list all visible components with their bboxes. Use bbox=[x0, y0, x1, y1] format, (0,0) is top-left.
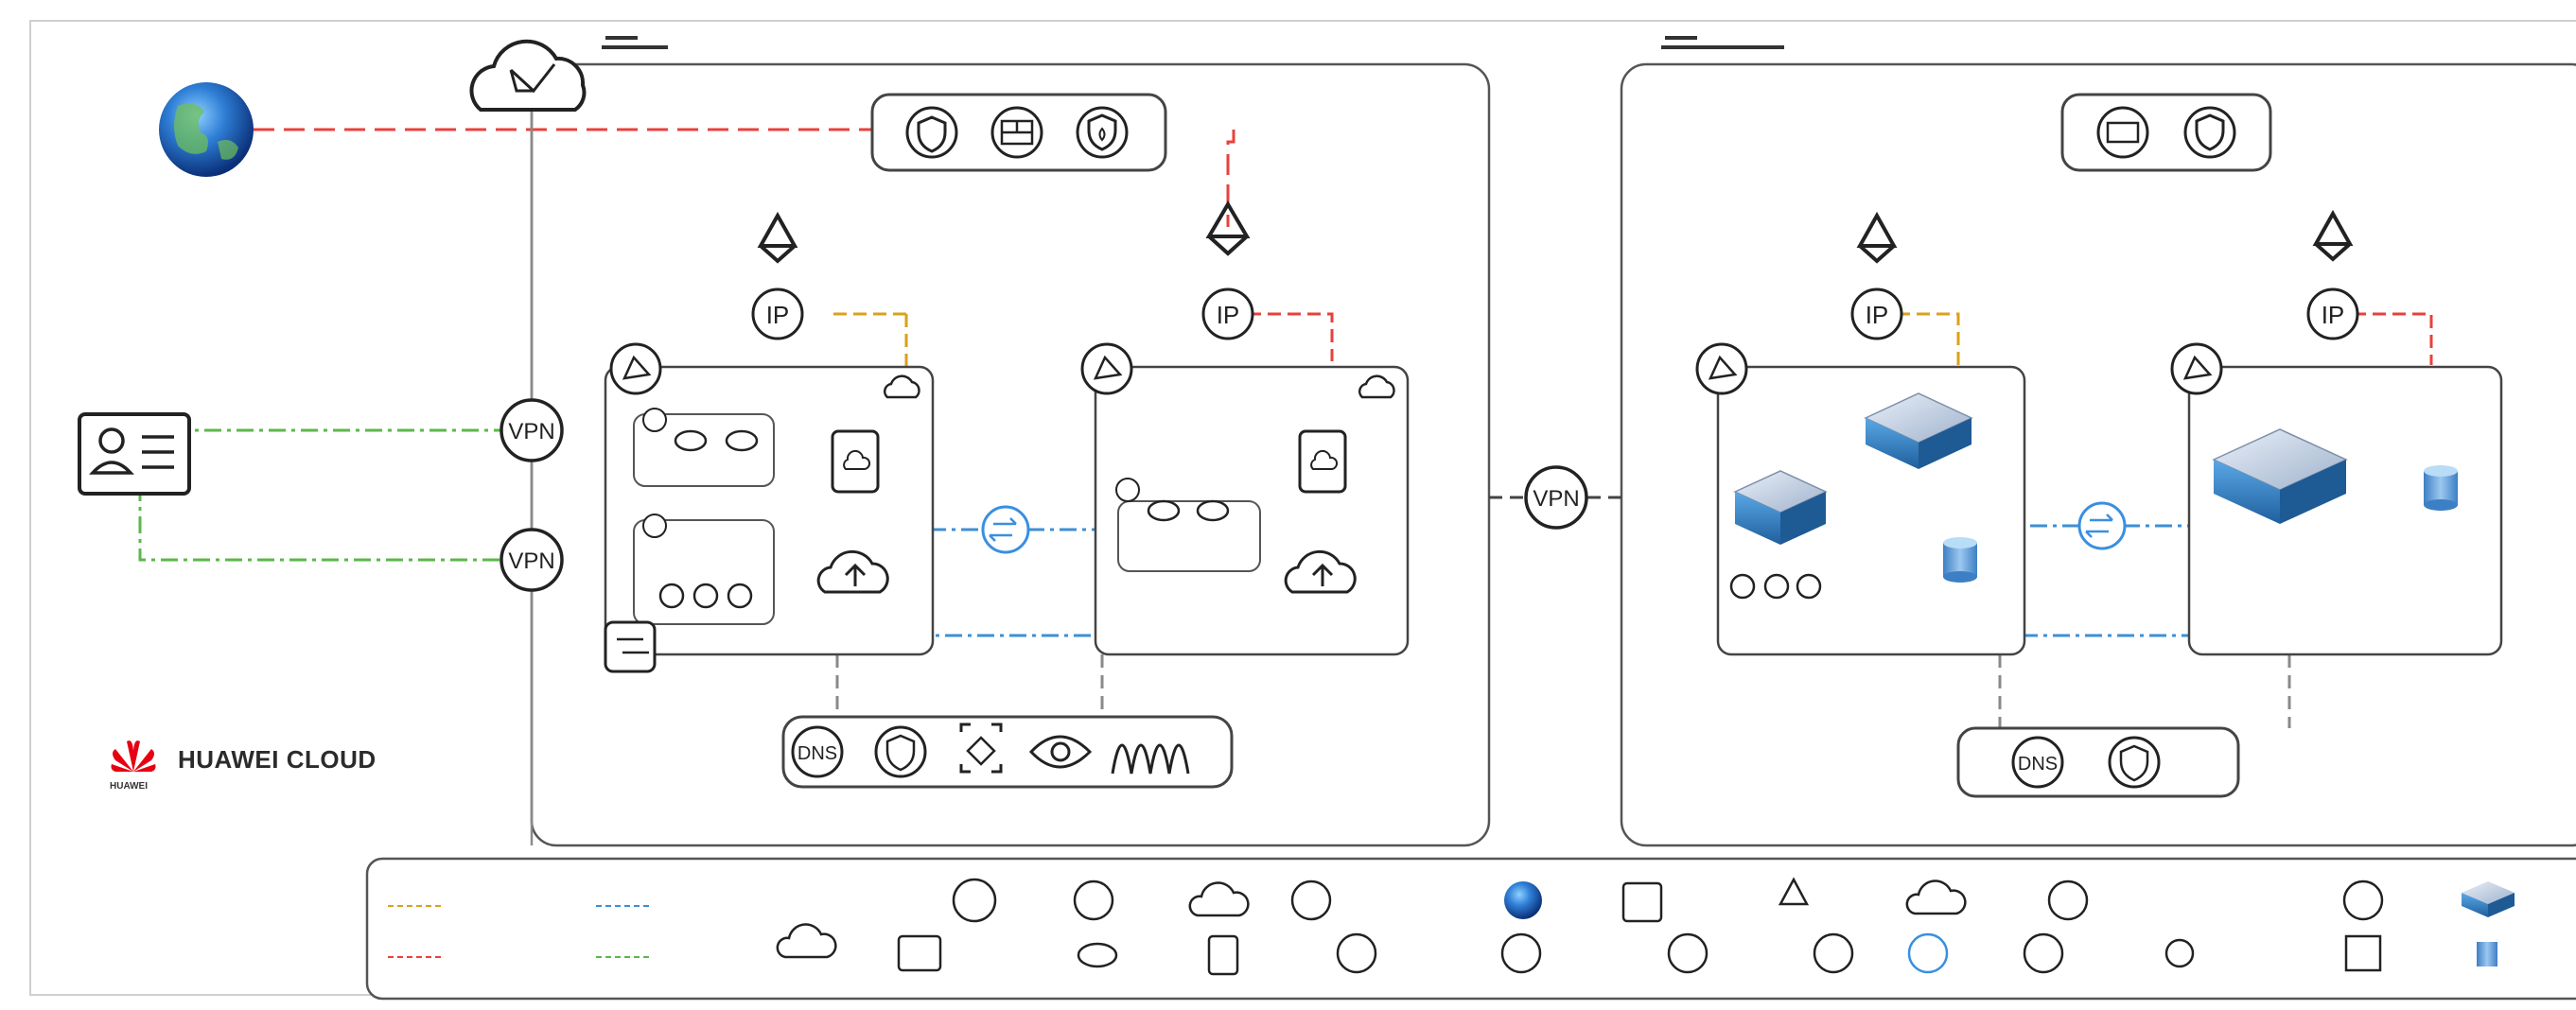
server-cluster-icon bbox=[1733, 470, 1828, 545]
services-link-b bbox=[1998, 654, 2291, 728]
phone-storage-icon bbox=[1298, 429, 1347, 494]
legend-icons bbox=[776, 877, 2384, 976]
certificate-shield-icon bbox=[874, 725, 927, 778]
svg-text:VPN: VPN bbox=[1533, 486, 1579, 512]
region-b-box bbox=[1620, 62, 2576, 847]
vpc-icon bbox=[1080, 342, 1133, 395]
elastic-ip-icon: IP bbox=[751, 287, 804, 340]
security-group-b bbox=[2060, 93, 2272, 172]
database-icon bbox=[1943, 537, 1977, 583]
server-cluster-icon bbox=[1864, 392, 1973, 469]
cloud-gateway-icon bbox=[469, 39, 587, 112]
server-cluster-icon bbox=[2212, 428, 2348, 524]
legend-box bbox=[365, 857, 2576, 1001]
svg-text:VPN: VPN bbox=[508, 549, 554, 574]
cloud-small-icon bbox=[883, 374, 920, 399]
svg-text:DNS: DNS bbox=[797, 743, 837, 764]
dns-icon: DNS bbox=[791, 725, 844, 778]
elastic-ip-icon: IP bbox=[2306, 287, 2359, 340]
az1-ip-link bbox=[828, 312, 908, 369]
az2-ip-link bbox=[1228, 312, 1334, 361]
svg-text:IP: IP bbox=[2322, 301, 2345, 329]
waf-shield-icon bbox=[905, 106, 958, 159]
cloud-small-icon bbox=[1358, 374, 1395, 399]
huawei-logo-icon bbox=[111, 740, 156, 772]
load-balancer-icon bbox=[1205, 200, 1251, 256]
legend-cluster-icon bbox=[2462, 881, 2515, 917]
huawei-cloud-brand: HUAWEI CLOUD bbox=[102, 728, 377, 791]
vpn-icon: VPN bbox=[1524, 465, 1588, 530]
legend-lines bbox=[388, 905, 653, 958]
server-icon bbox=[1115, 478, 1230, 522]
load-balancer-icon bbox=[2312, 209, 2354, 262]
server-icon bbox=[1729, 573, 1822, 600]
trace-waves-icon bbox=[1111, 743, 1190, 775]
svg-text:DNS: DNS bbox=[2018, 754, 2058, 775]
elastic-ip-icon: IP bbox=[1850, 287, 1903, 340]
brand-name: HUAWEI CLOUD bbox=[178, 744, 377, 774]
obs-upload-icon bbox=[816, 549, 889, 594]
svg-text:IP: IP bbox=[1866, 301, 1889, 329]
anti-ddos-icon bbox=[1076, 106, 1129, 159]
nat-gateway-icon bbox=[981, 505, 1030, 554]
monitoring-eye-icon bbox=[1028, 735, 1093, 769]
server-icon bbox=[658, 583, 753, 609]
load-balancer-icon bbox=[1856, 211, 1898, 264]
globe-icon bbox=[159, 82, 254, 177]
obs-upload-icon bbox=[1284, 549, 1357, 594]
legend-nat-icon bbox=[1907, 932, 1949, 974]
firewall-icon bbox=[990, 106, 1043, 159]
ecs-group-3 bbox=[1117, 500, 1261, 572]
certificate-shield-icon bbox=[2108, 736, 2161, 789]
svg-text:VPN: VPN bbox=[508, 419, 554, 444]
vpn-icon: VPN bbox=[499, 528, 564, 592]
dns-icon: DNS bbox=[2011, 736, 2064, 789]
database-icon bbox=[2424, 465, 2458, 511]
nat-gateway-icon bbox=[2077, 501, 2127, 550]
services-link-a bbox=[835, 654, 1104, 717]
anti-ddos-icon bbox=[2183, 106, 2236, 159]
svg-text:IP: IP bbox=[1217, 301, 1240, 329]
region-b-label bbox=[1661, 36, 1784, 49]
vpc-icon bbox=[609, 342, 662, 395]
svg-text:IP: IP bbox=[766, 301, 790, 329]
client-link-2 bbox=[138, 484, 503, 562]
security-group-icon bbox=[642, 408, 667, 538]
shared-services-b bbox=[1956, 726, 2240, 798]
client-device-icon bbox=[78, 412, 191, 496]
scan-icon bbox=[959, 723, 1003, 774]
elastic-ip-icon: IP bbox=[1201, 287, 1254, 340]
vpc-icon bbox=[2170, 342, 2223, 395]
phone-storage-icon bbox=[831, 429, 880, 494]
legend-globe-icon bbox=[1504, 881, 1542, 919]
region-a-label bbox=[602, 36, 668, 49]
b-az2-box bbox=[2187, 365, 2503, 656]
firewall-icon bbox=[2096, 106, 2149, 159]
legend-database-icon bbox=[2477, 942, 2497, 966]
server-icon bbox=[674, 429, 759, 452]
load-balancer-icon bbox=[757, 211, 798, 264]
vpc-icon bbox=[1695, 342, 1748, 395]
huawei-logo-text: HUAWEI bbox=[110, 781, 148, 792]
vpn-icon: VPN bbox=[499, 398, 564, 462]
network-acl-icon bbox=[604, 620, 657, 673]
internet-link bbox=[254, 128, 1235, 227]
b-az2-ip-link bbox=[2333, 312, 2433, 365]
